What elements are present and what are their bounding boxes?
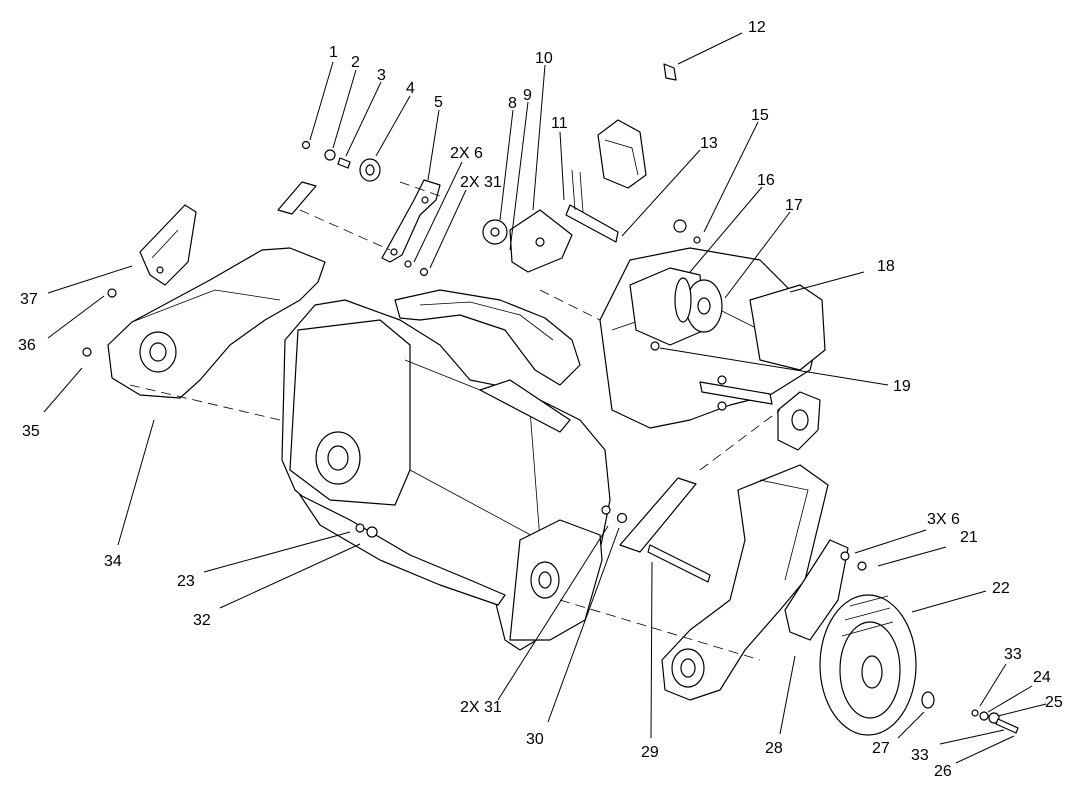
- callout-16: 16: [757, 172, 775, 189]
- drawing-parts: [82, 63, 1019, 736]
- callout-3x6: 3X 6: [927, 511, 960, 528]
- callout-10: 10: [535, 50, 553, 67]
- callout-18: 18: [877, 258, 895, 275]
- upper-left-bracket: [139, 204, 197, 286]
- callout-24: 24: [1033, 669, 1051, 686]
- switch-box: [597, 119, 647, 189]
- callout-29: 29: [641, 744, 659, 761]
- callout-27: 27: [872, 740, 890, 757]
- callout-12: 12: [748, 19, 766, 36]
- callout-2x6-top: 2X 6: [450, 145, 483, 162]
- callout-33-lower: 33: [911, 747, 929, 764]
- leader-lines: [43, 32, 1047, 764]
- callout-30: 30: [526, 731, 544, 748]
- callout-32: 32: [193, 612, 211, 629]
- callout-34: 34: [104, 553, 122, 570]
- callout-2: 2: [351, 54, 360, 71]
- callout-3: 3: [377, 67, 386, 84]
- callout-33-upper: 33: [1004, 646, 1022, 663]
- callout-36: 36: [18, 337, 36, 354]
- callout-21: 21: [960, 529, 978, 546]
- callout-22: 22: [992, 580, 1010, 597]
- callout-5: 5: [434, 94, 443, 111]
- chute-opening: [394, 289, 581, 386]
- callout-37: 37: [20, 291, 38, 308]
- callout-11: 11: [551, 115, 568, 132]
- callout-25: 25: [1045, 694, 1063, 711]
- callout-28: 28: [765, 740, 783, 757]
- callout-4: 4: [406, 80, 415, 97]
- callout-1: 1: [329, 44, 338, 61]
- callout-15: 15: [751, 107, 769, 124]
- alignment-lines: [129, 181, 781, 661]
- callout-17: 17: [785, 197, 803, 214]
- right-side-plate: [661, 464, 829, 701]
- callout-19: 19: [893, 378, 911, 395]
- callout-labels: 1 2 3 4 5 2X 6 2X 31 8 9 10 11 12 13 15 …: [18, 19, 1063, 780]
- axle-rod: [647, 544, 711, 583]
- callout-35: 35: [22, 423, 40, 440]
- callout-2x31-top: 2X 31: [460, 174, 502, 191]
- callout-23: 23: [177, 573, 195, 590]
- callout-8: 8: [508, 95, 517, 112]
- callout-2x31-bottom: 2X 31: [460, 699, 502, 716]
- callout-13: 13: [700, 135, 718, 152]
- callout-9: 9: [523, 87, 532, 104]
- callout-26: 26: [934, 763, 952, 780]
